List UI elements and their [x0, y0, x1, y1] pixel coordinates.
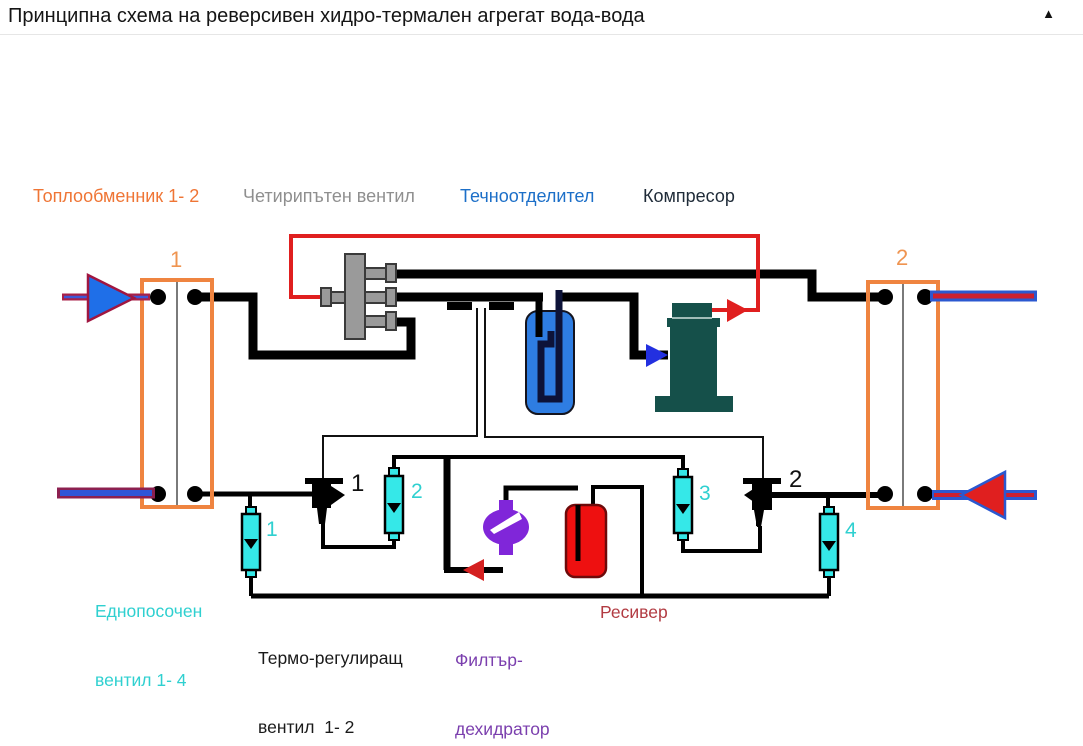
liquid-separator: [525, 290, 575, 415]
check-valve-4-number: 4: [845, 519, 857, 542]
hx1-number: 1: [170, 247, 182, 272]
liquid-flow-arrow-icon: [463, 559, 484, 581]
legend-four-way-valve: Четирипътен вентил: [243, 186, 415, 206]
pipe-checkvalve2-to-checkvalve3: [392, 455, 685, 471]
heat-exchanger-1: 1: [140, 247, 214, 509]
thermo-valve-1: 1: [305, 470, 364, 524]
check-valve-2: 2: [383, 467, 423, 541]
check-valve-3-number: 3: [699, 482, 711, 505]
check-valve-2-number: 2: [411, 480, 423, 503]
pipe-trv1-to-checkvalve2: [321, 506, 396, 549]
legend-compressor: Компресор: [643, 186, 735, 206]
separator-j-tube: [537, 290, 563, 403]
hx2-number: 2: [896, 245, 908, 270]
pipe-receiver-outlet: [591, 485, 644, 596]
water-inlet-arrow-right: [932, 469, 1037, 521]
sensing-bulbs: [447, 302, 514, 310]
suction-flow-arrow-icon: [646, 344, 668, 367]
check-valve-4-arrow-icon: [822, 541, 836, 551]
check-valve-3: 3: [672, 468, 711, 541]
capillary-line-trv1: [322, 308, 478, 478]
four-way-valve: [320, 253, 397, 340]
legend-heat-exchanger: Топлообменник 1- 2: [33, 186, 200, 206]
check-valve-1-arrow-icon: [244, 539, 258, 549]
capillary-line-trv2: [484, 308, 764, 478]
receiver: [564, 503, 608, 579]
check-valve-4: 4: [818, 506, 857, 578]
discharge-line-red: [289, 234, 760, 322]
trv2-number: 2: [789, 466, 802, 493]
page-title: Принципна схема на реверсивен хидро-терм…: [8, 5, 645, 27]
hot-water-arrow-icon: [958, 469, 1007, 521]
heat-exchanger-2: 2: [866, 245, 940, 510]
check-valve-1: 1: [240, 506, 278, 578]
pipe-filter-to-receiver: [503, 485, 578, 504]
pipe-discharge-to-hx2: [395, 269, 885, 302]
compressor: [646, 303, 733, 412]
label-filter-dehydrator: Филтър- дехидратор: [455, 650, 550, 739]
label-receiver: Ресивер: [600, 602, 668, 622]
water-inlet-arrow-left: [62, 272, 150, 324]
label-thermo-valve: Термо-регулиращ вентил 1- 2: [258, 648, 403, 737]
title-bar: Принципна схема на реверсивен хидро-терм…: [0, 0, 1083, 35]
check-valve-1-number: 1: [266, 518, 278, 541]
trv2-arrow-icon: [744, 486, 758, 505]
trv1-number: 1: [351, 470, 364, 497]
filter-dehydrator: [463, 500, 529, 581]
legend-liquid-separator: Течноотделител: [460, 186, 595, 206]
scroll-up-icon[interactable]: ▲: [1042, 6, 1055, 21]
thermo-valve-2: 2: [743, 466, 802, 527]
check-valve-2-arrow-icon: [387, 503, 401, 513]
filter-slash-icon: [490, 512, 522, 534]
discharge-flow-arrow-icon: [727, 299, 748, 322]
trv1-arrow-icon: [331, 486, 345, 505]
label-one-way-valve: Еднопосочен вентил 1- 4: [95, 601, 203, 690]
check-valve-3-arrow-icon: [676, 504, 690, 514]
pipe-bottom-main: [249, 576, 831, 599]
pipe-valve-to-hx1: [197, 292, 416, 360]
pipe-checkvalve3-to-trv2: [681, 526, 762, 553]
cold-water-arrow-icon: [86, 272, 137, 324]
